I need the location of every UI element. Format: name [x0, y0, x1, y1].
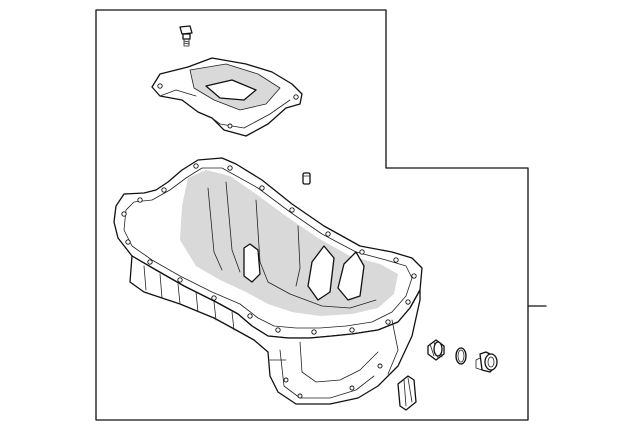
pin-icon: [302, 172, 311, 185]
oil-pan-icon: [113, 157, 423, 405]
o-ring-icon: [455, 347, 467, 365]
drain-plug-icon: [475, 351, 498, 373]
bolt-icon: [179, 25, 193, 47]
spring-icon: [427, 339, 445, 361]
plug-cap-icon: [397, 375, 417, 411]
baffle-plate-icon: [151, 57, 303, 137]
callout-frame: [95, 9, 529, 421]
